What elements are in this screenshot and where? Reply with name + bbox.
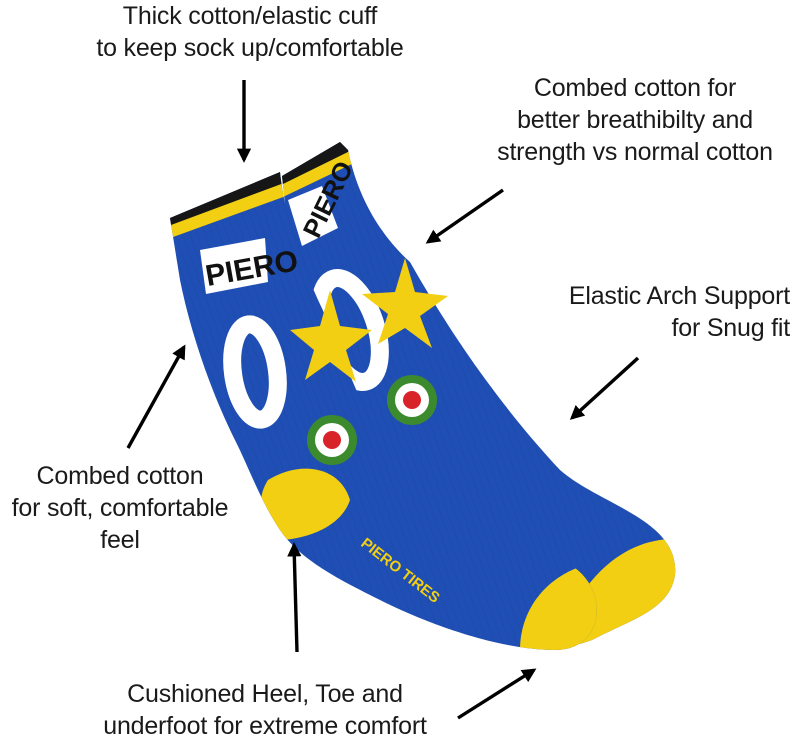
front-sock-roundel	[307, 415, 357, 465]
callout-combed-soft-line-1: Combed cotton	[36, 462, 204, 490]
back-sock-star	[362, 258, 448, 348]
callout-combed-soft-line-3: feel	[100, 526, 140, 554]
front-sock-cuff-yellow	[170, 183, 286, 240]
callout-cuff: Thick cotton/elastic cuff to keep sock u…	[60, 0, 440, 64]
front-sock-star	[290, 290, 372, 382]
annotation-arrows	[126, 80, 640, 720]
callout-combed-soft: Combed cotton for soft, comfortable feel	[0, 460, 240, 556]
callout-combed-breathability-line-1: Combed cotton for	[533, 74, 737, 102]
back-sock-roundel	[387, 375, 437, 425]
back-sock-cuff-yellow	[282, 150, 356, 199]
arrow-combed-soft	[126, 344, 186, 449]
arrow-arch-support	[569, 356, 640, 420]
back-sock-name-patch	[288, 186, 338, 246]
front-sock-number	[223, 315, 287, 429]
callout-cushioned-heel-line-1: Cushioned Heel, Toe and	[127, 680, 403, 708]
callout-combed-soft-line-2: for soft, comfortable	[11, 494, 229, 522]
callout-combed-breathability-line-3: strength vs normal cotton	[497, 138, 773, 166]
callout-cuff-line-1: Thick cotton/elastic cuff	[122, 2, 378, 30]
callout-combed-breathability: Combed cotton for better breathibilty an…	[475, 72, 795, 168]
callout-cushioned-heel-line-2: underfoot for extreme comfort	[103, 712, 427, 740]
callout-combed-breathability-line-2: better breathibilty and	[517, 106, 753, 134]
front-sock-name-patch	[200, 238, 268, 294]
callout-arch-support: Elastic Arch Support for Snug fit	[520, 280, 790, 344]
callout-arch-support-line-1: Elastic Arch Support	[568, 282, 790, 310]
arrow-heel-up	[287, 542, 302, 653]
arrow-combed-breathability	[425, 188, 504, 244]
back-sock-cuff-black	[282, 142, 352, 190]
arrow-toe	[457, 668, 537, 720]
front-sock-heel	[260, 468, 350, 540]
callout-arch-support-line-2: for Snug fit	[671, 314, 791, 342]
callout-cushioned-heel: Cushioned Heel, Toe and underfoot for ex…	[80, 678, 450, 742]
callout-cuff-line-2: to keep sock up/comfortable	[96, 34, 404, 62]
